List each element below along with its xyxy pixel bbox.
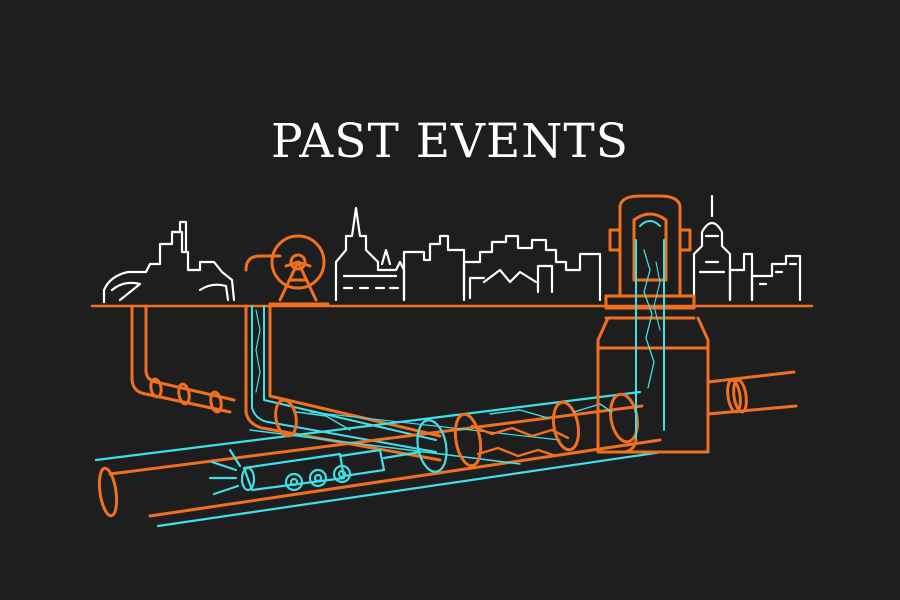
pipe-sections [274, 392, 639, 473]
left-vertical-pipe [244, 254, 442, 462]
left-drain-pipe [130, 304, 236, 414]
city-skyline [102, 194, 802, 304]
manhole-tower [596, 194, 710, 454]
right-exit-pipe [706, 370, 798, 416]
wheel-structure [268, 234, 330, 306]
main-diagonal-pipe [94, 390, 664, 528]
pipe-robot [208, 448, 422, 496]
page-title: PAST EVENTS [271, 114, 629, 169]
